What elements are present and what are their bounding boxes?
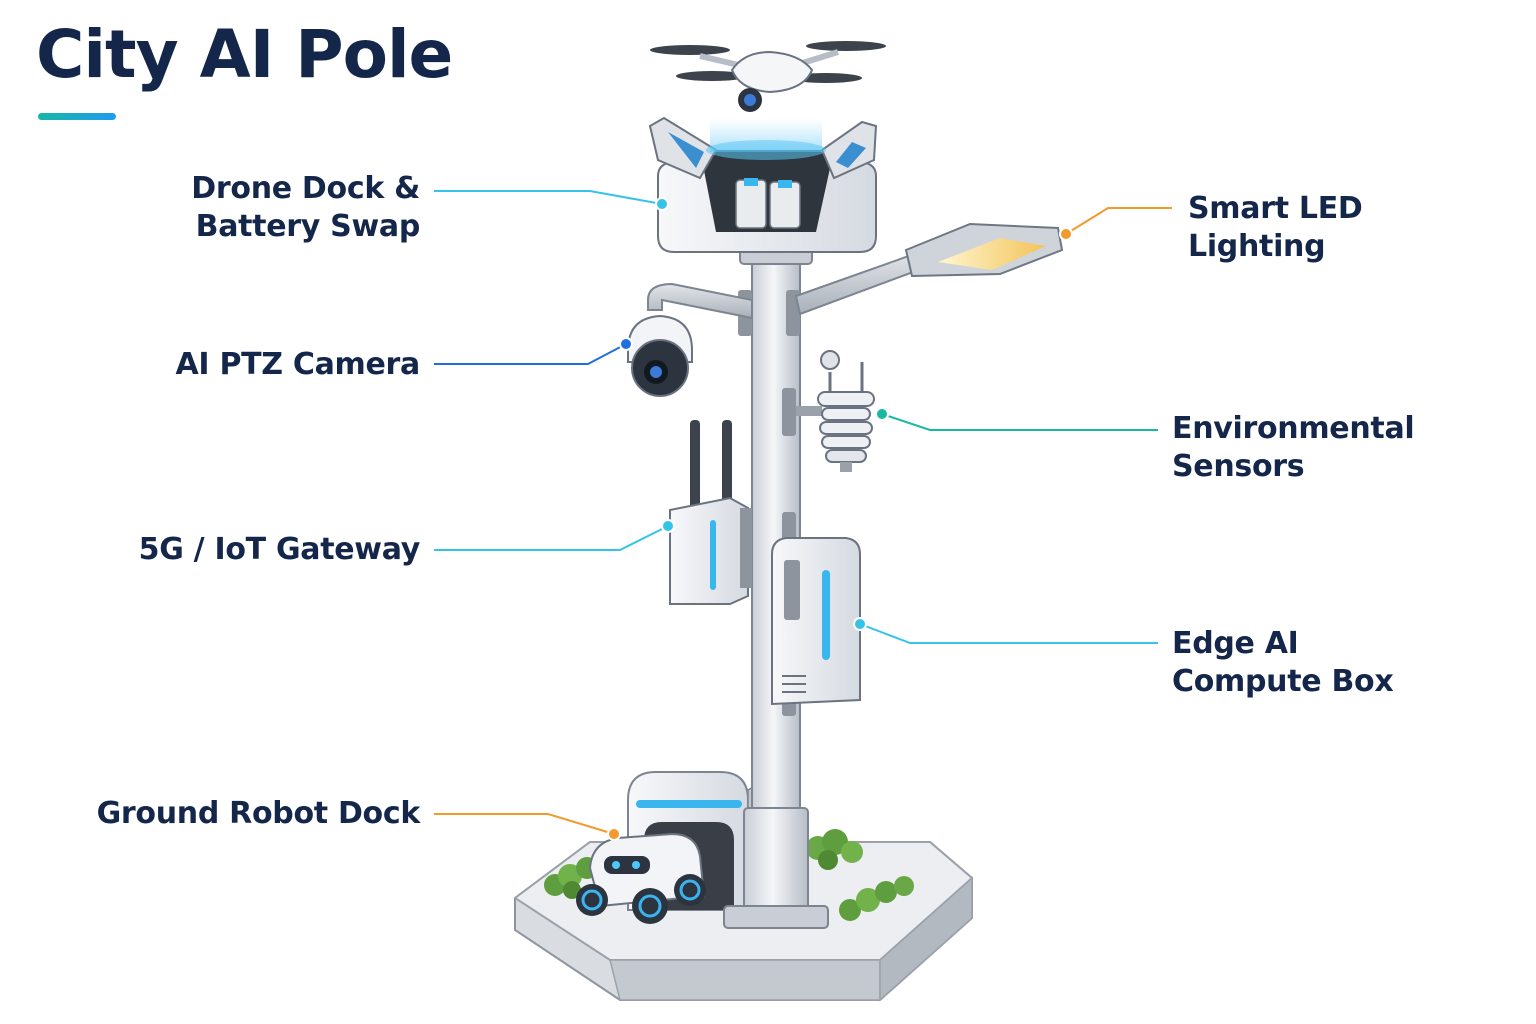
label-ptz-camera: AI PTZ Camera (175, 346, 421, 384)
label-edge-ai: Edge AI Compute Box (1172, 625, 1394, 701)
label-gateway-line1: 5G / IoT Gateway (138, 532, 421, 567)
leader-led-lighting (1059, 207, 1172, 241)
label-drone-dock-line2: Battery Swap (195, 209, 421, 244)
drone-dock-icon (648, 116, 878, 265)
page-title: City AI Pole (36, 16, 453, 93)
leader-env-sensors (875, 407, 1158, 431)
label-env-sensors: Environmental Sensors (1172, 410, 1415, 486)
label-robot-dock: Ground Robot Dock (96, 795, 421, 833)
weather-sensor-icon (796, 350, 875, 472)
delivery-robot-icon (576, 832, 706, 924)
gateway-antenna-icon (669, 420, 752, 605)
compute-box-icon (771, 537, 861, 706)
leader-robot-dock (434, 813, 621, 841)
label-drone-dock-line1: Drone Dock & (191, 171, 420, 206)
label-led-lighting-line2: Lighting (1188, 229, 1326, 264)
title-underline (38, 113, 116, 120)
leader-gateway (434, 519, 675, 551)
drone-icon (650, 41, 886, 112)
label-edge-ai-line1: Edge AI (1172, 626, 1299, 661)
label-led-lighting-line1: Smart LED (1188, 191, 1363, 226)
ptz-camera-icon (627, 282, 753, 397)
label-env-sensors-line1: Environmental (1172, 411, 1415, 446)
label-env-sensors-line2: Sensors (1172, 449, 1305, 484)
leader-ptz-camera (434, 337, 633, 365)
label-ptz-camera-line1: AI PTZ Camera (175, 347, 421, 382)
leader-edge-ai (853, 617, 1158, 644)
label-drone-dock: Drone Dock & Battery Swap (191, 170, 420, 246)
led-streetlight-icon (794, 222, 1064, 316)
leader-drone-dock (434, 190, 669, 211)
label-led-lighting: Smart LED Lighting (1188, 190, 1363, 266)
label-gateway: 5G / IoT Gateway (138, 531, 421, 569)
label-robot-dock-line1: Ground Robot Dock (96, 796, 421, 831)
label-edge-ai-line2: Compute Box (1172, 664, 1394, 699)
